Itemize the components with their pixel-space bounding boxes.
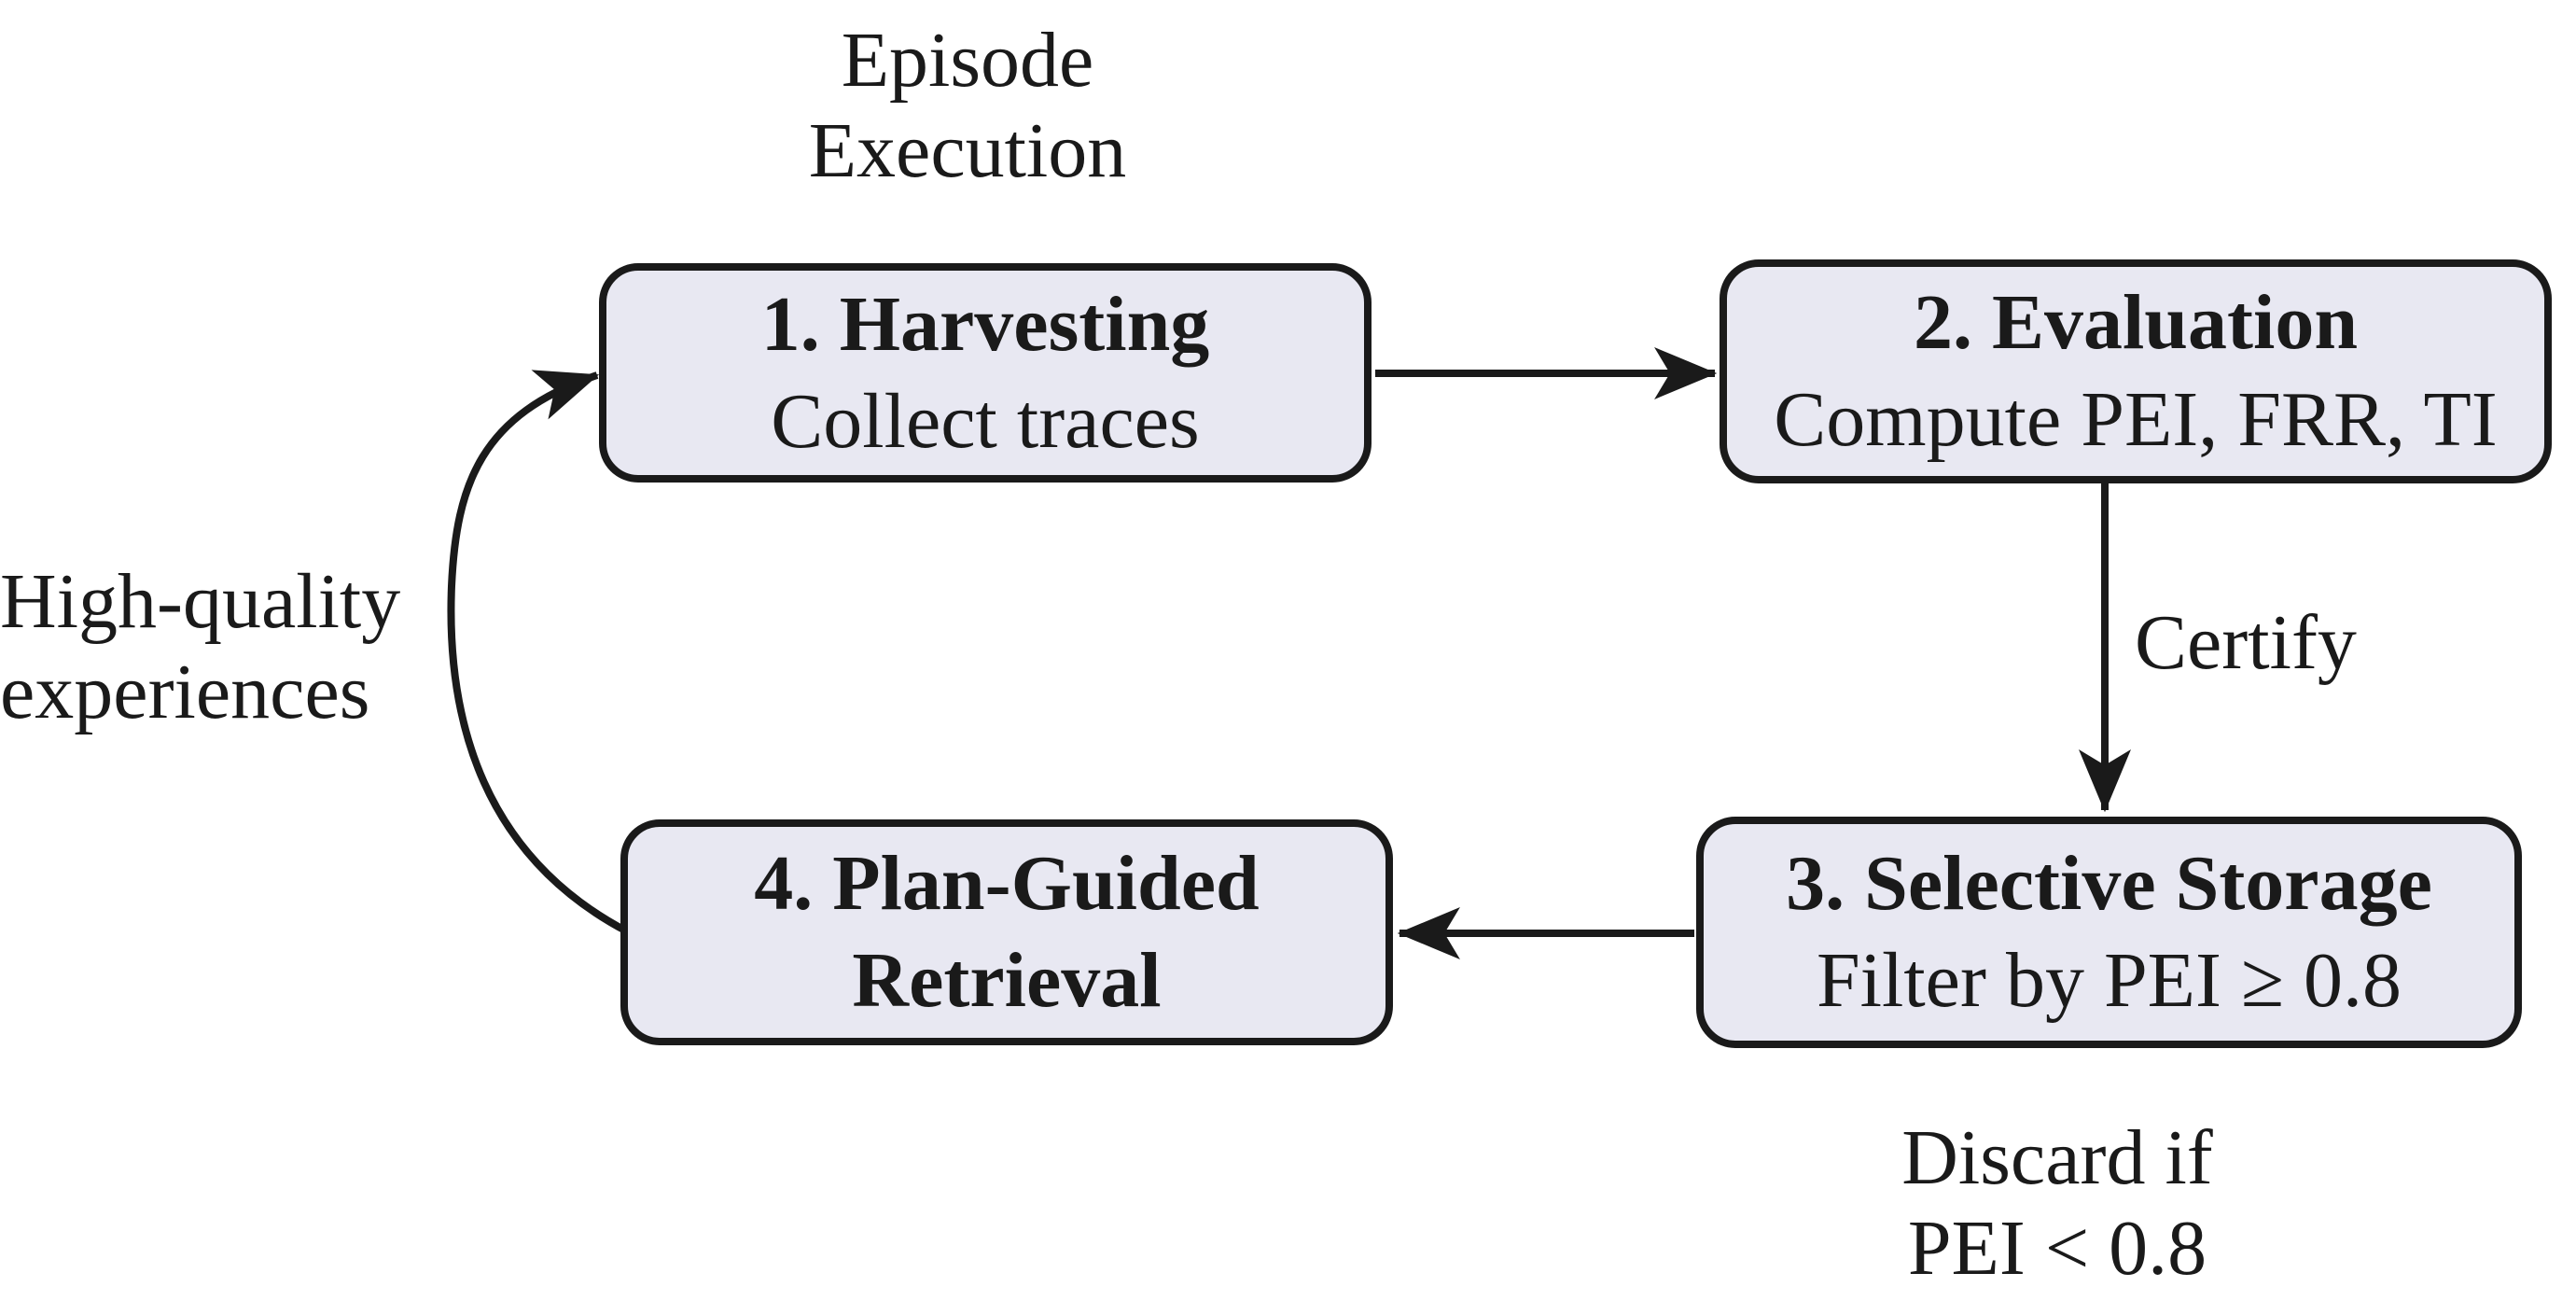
box-evaluation-subtitle: Compute PEI, FRR, TI [1774,376,2498,463]
box-plan-guided-retrieval: 4. Plan-Guided Retrieval [620,819,1393,1045]
box-harvesting-subtitle: Collect traces [771,377,1200,465]
box-selective-storage-title: 3. Selective Storage [1786,840,2432,927]
discard-label-line1: Discard if [1901,1114,2213,1201]
arrow-retrieval-to-harvesting [447,370,629,935]
high-quality-experiences-label: High-quality experiences [0,556,401,737]
episode-execution-label: Episode Execution [688,15,1247,196]
discard-label-line2: PEI < 0.8 [1907,1205,2207,1292]
box-evaluation-title: 2. Evaluation [1913,279,2359,366]
box-plan-guided-retrieval-subtitle: Retrieval [852,937,1162,1024]
box-evaluation: 2. Evaluation Compute PEI, FRR, TI [1720,259,2552,483]
box-plan-guided-retrieval-title: 4. Plan-Guided [754,840,1260,927]
high-quality-experiences-label-line2: experiences [0,649,370,735]
high-quality-experiences-label-line1: High-quality [0,558,401,645]
box-selective-storage-subtitle: Filter by PEI ≥ 0.8 [1816,937,2402,1024]
box-harvesting-title: 1. Harvesting [760,280,1210,368]
box-harvesting: 1. Harvesting Collect traces [599,263,1372,483]
episode-execution-label-line2: Execution [808,107,1127,194]
certify-label: Certify [2135,599,2357,686]
discard-label: Discard if PEI < 0.8 [1777,1112,2337,1294]
box-selective-storage: 3. Selective Storage Filter by PEI ≥ 0.8 [1696,817,2522,1048]
episode-execution-label-line1: Episode [841,17,1094,104]
